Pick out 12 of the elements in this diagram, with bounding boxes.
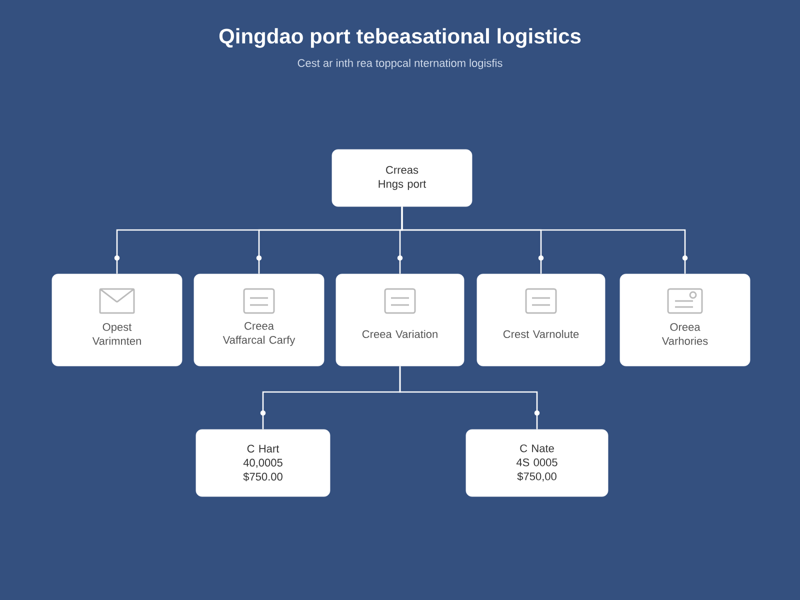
box: Crreas Hngs port	[332, 149, 472, 207]
box: Opest Varimnten	[52, 274, 182, 366]
box: Creea Variation	[336, 274, 464, 366]
connector	[401, 206, 686, 274]
subtitle: Cest ar inth rea toppcal nternatiom logisfis	[298, 58, 502, 70]
box: C Nate 4S 0005 $750,00	[466, 429, 608, 497]
connector	[399, 366, 538, 430]
box: Crest Varnolute	[476, 274, 606, 366]
box: Oreea Varhories	[620, 274, 750, 366]
box: Creea Vaffarcal Carfy	[194, 274, 324, 366]
title: Qingdao port tebeasational logistics	[219, 28, 581, 48]
box: C Hart 40,0005 $750.00	[196, 429, 330, 497]
